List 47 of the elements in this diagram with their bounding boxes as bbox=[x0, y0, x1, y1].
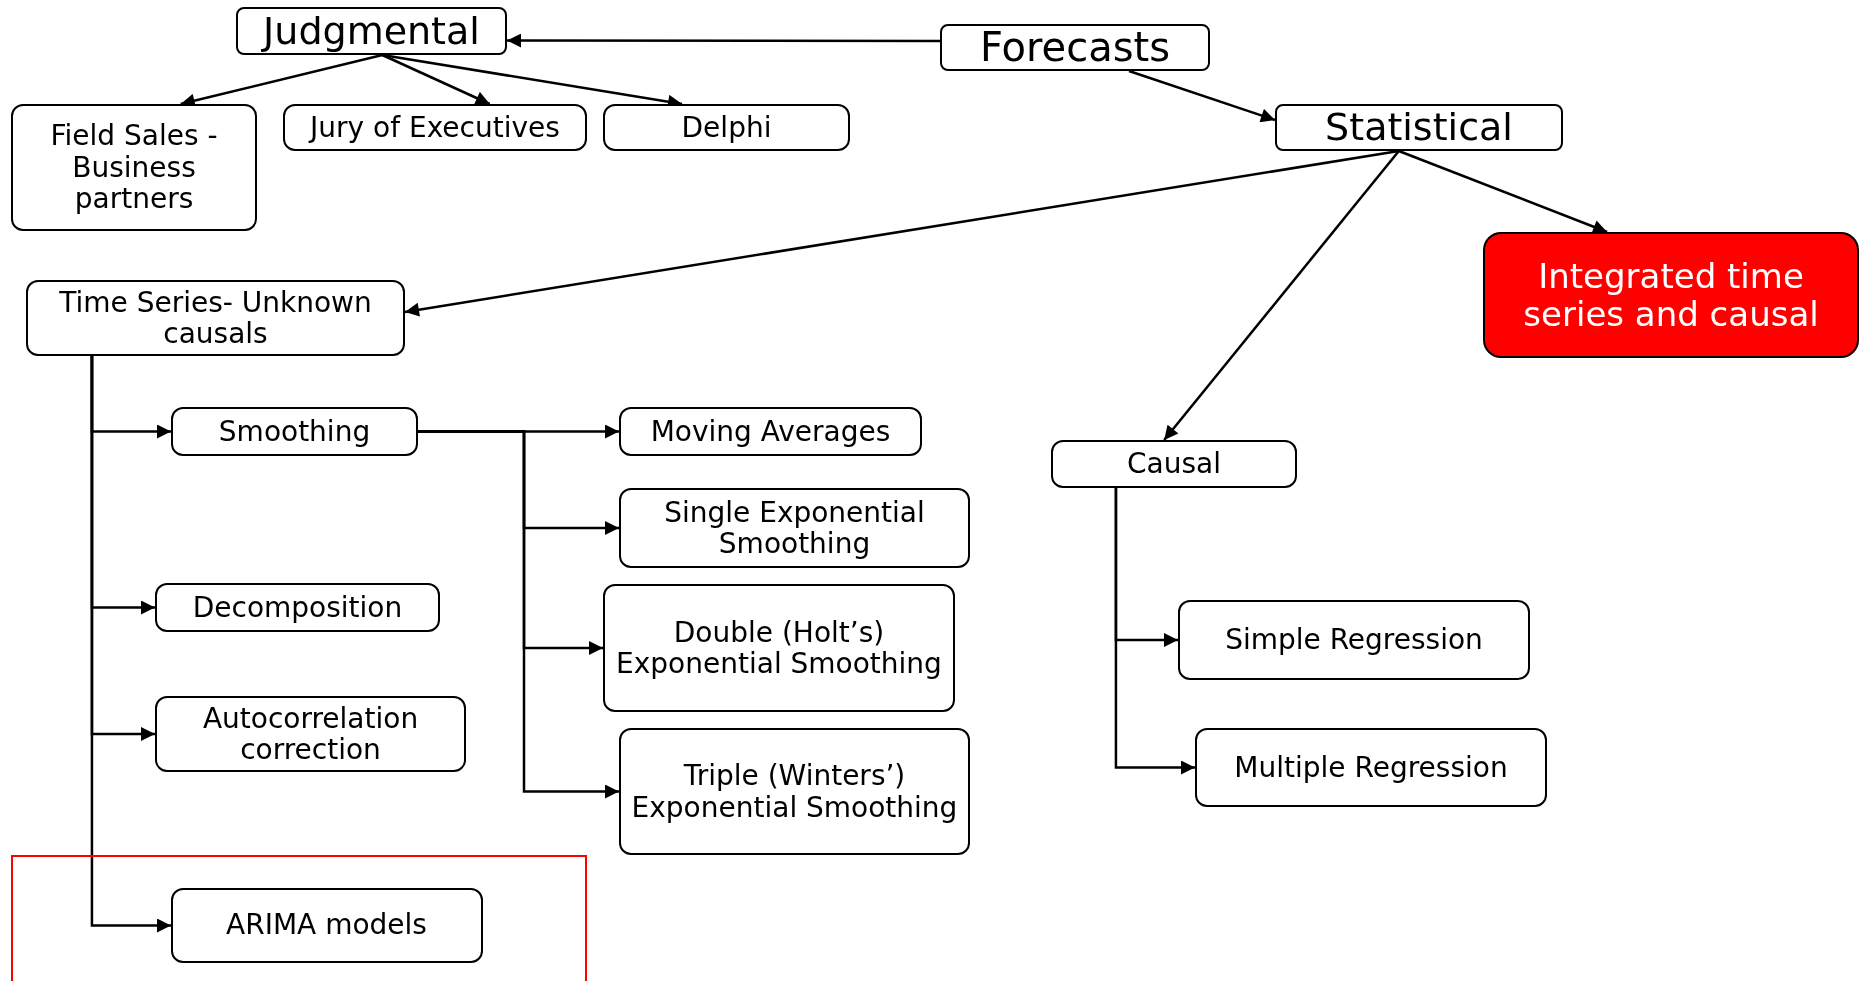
arrow bbox=[1114, 488, 1195, 775]
node-label: Double (Holt’s) Exponential Smoothing bbox=[615, 616, 943, 680]
node-label: Delphi bbox=[680, 111, 773, 144]
arrow bbox=[90, 356, 171, 933]
node-label: Statistical bbox=[1324, 106, 1514, 149]
highlight-frame bbox=[11, 855, 587, 981]
arrow bbox=[1128, 69, 1276, 123]
process-box bbox=[1178, 600, 1530, 680]
arrow bbox=[1163, 150, 1400, 441]
arrow bbox=[507, 33, 940, 48]
node-label: Moving Averages bbox=[649, 415, 892, 448]
process-box bbox=[155, 583, 440, 632]
highlighted-box bbox=[1483, 232, 1859, 358]
node-label: Triple (Winters’) Exponential Smoothing bbox=[630, 760, 959, 823]
process-box bbox=[1195, 728, 1547, 807]
process-box bbox=[619, 407, 922, 456]
process-box bbox=[11, 104, 257, 231]
node-label: Decomposition bbox=[191, 591, 404, 624]
process-box bbox=[603, 584, 955, 712]
process-box bbox=[619, 728, 970, 855]
process-box bbox=[619, 488, 970, 568]
arrow bbox=[404, 149, 1400, 317]
node-label: Multiple Regression bbox=[1233, 751, 1509, 784]
process-box bbox=[155, 696, 466, 772]
process-box bbox=[171, 407, 418, 456]
node-label: Forecasts bbox=[978, 25, 1172, 70]
node-label: Jury of Executives bbox=[307, 111, 561, 144]
process-box bbox=[940, 24, 1210, 71]
node-label: Simple Regression bbox=[1224, 624, 1484, 656]
process-box bbox=[1051, 440, 1297, 488]
arrow bbox=[1398, 149, 1608, 234]
process-box bbox=[170, 887, 483, 963]
process-box bbox=[283, 104, 587, 151]
process-box bbox=[26, 280, 405, 356]
arrow bbox=[381, 53, 491, 106]
node-label: Single Exponential Smoothing bbox=[663, 496, 926, 560]
process-box bbox=[236, 7, 507, 55]
node-label: ARIMA models bbox=[225, 909, 428, 941]
node-label: Field Sales - Business partners bbox=[49, 120, 219, 215]
node-label: Causal bbox=[1126, 448, 1222, 480]
process-box bbox=[1275, 104, 1563, 151]
node-label: Smoothing bbox=[217, 415, 372, 448]
node-label: Autocorrelation correction bbox=[201, 702, 420, 766]
node-label: Integrated time series and causal bbox=[1522, 256, 1820, 334]
process-box bbox=[603, 104, 850, 151]
node-label: Judgmental bbox=[260, 9, 481, 53]
node-label: Time Series- Unknown causals bbox=[58, 286, 373, 350]
